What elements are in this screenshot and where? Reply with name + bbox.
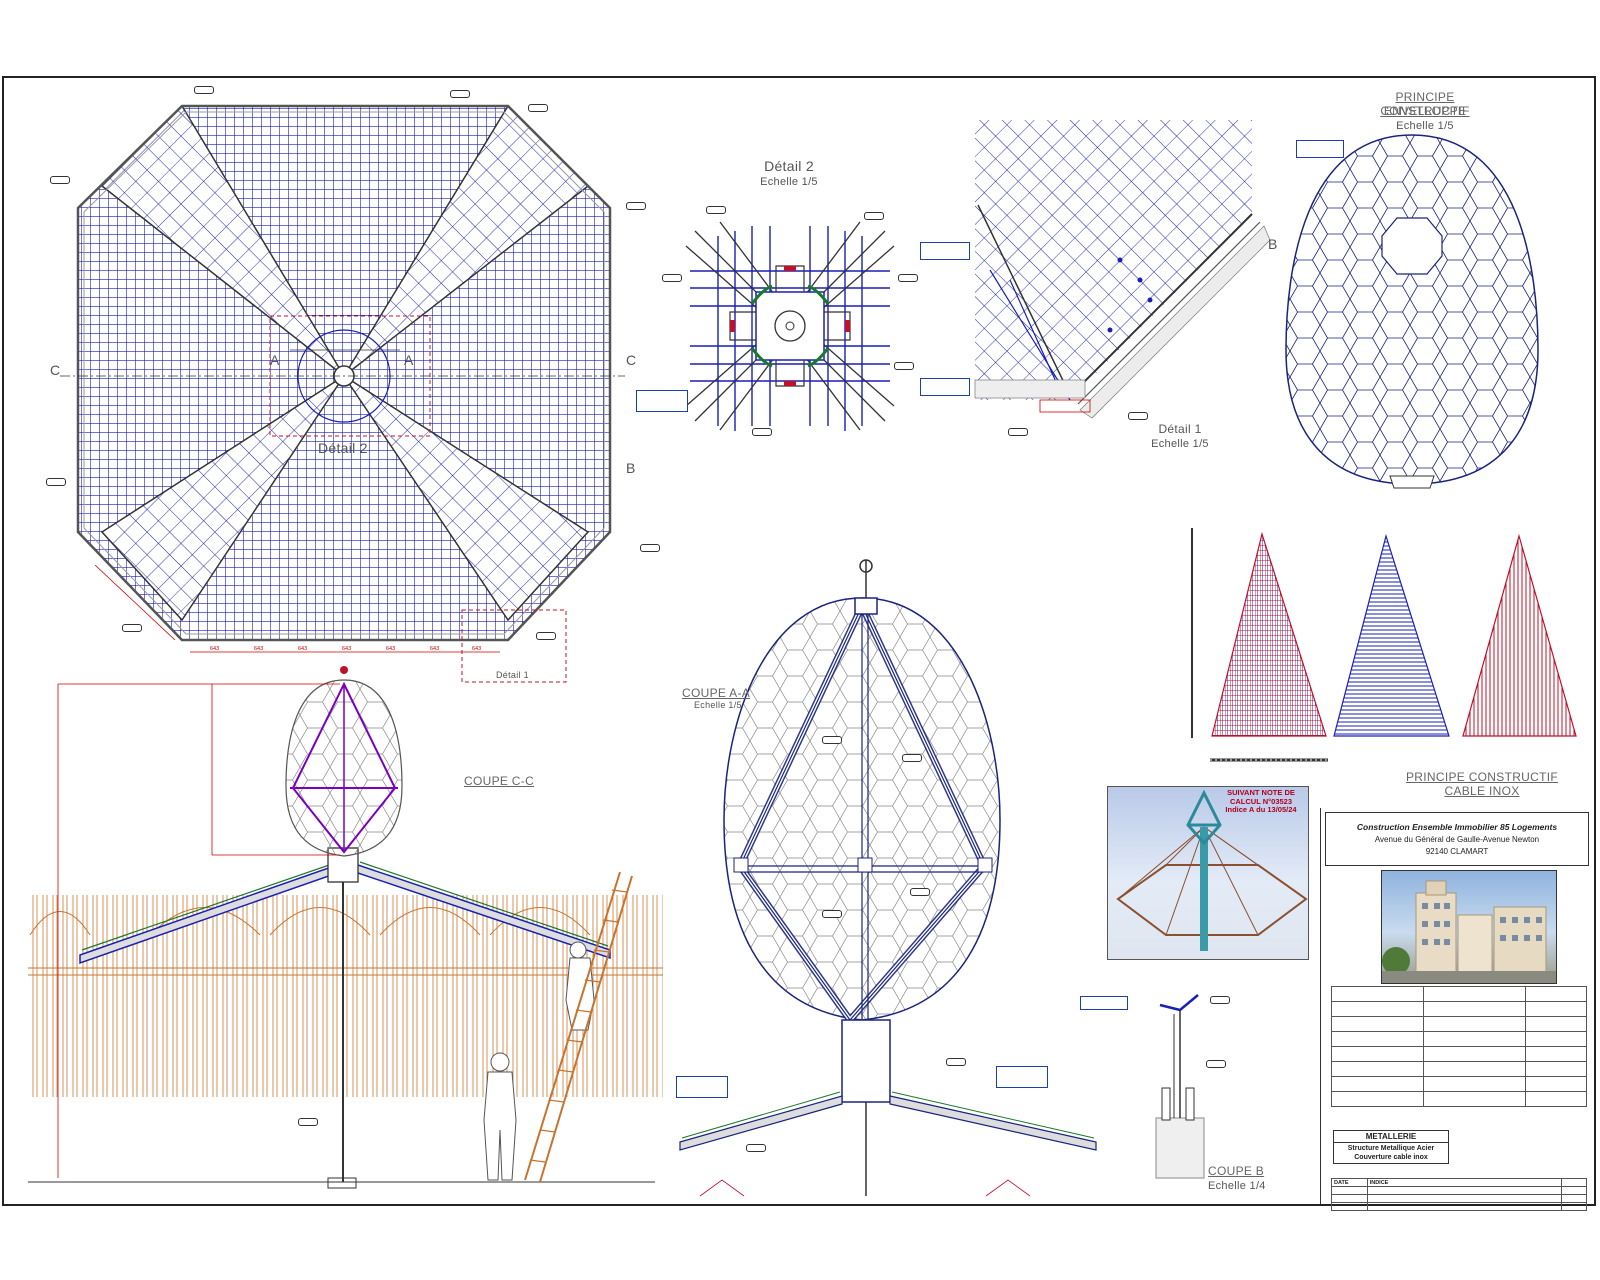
spec-box [636,390,688,412]
spec-box [920,378,970,396]
plan-detail-2-ref: Détail 2 [318,440,368,456]
section-a-right: A [404,352,414,368]
coupe-aa-scale: Echelle 1/5 [694,700,742,710]
callout-tag [528,104,548,112]
spec-box [1080,996,1128,1010]
detail-1-scale: Echelle 1/5 [1151,438,1209,450]
metallerie-block: METALLERIE Structure Metallique Acier Co… [1333,1130,1449,1164]
coupe-aa-view [679,559,1097,1197]
callout-tag [194,86,214,94]
callout-tag [298,1118,318,1126]
building-photo [1381,870,1557,984]
coupe-b-view [1155,994,1205,1179]
callout-tag [536,632,556,640]
rev-index-header: INDICE [1366,1178,1562,1187]
callout-tag [822,736,842,744]
calc-note: SUIVANT NOTE DE CALCUL N°03523 Indice A … [1216,788,1306,815]
dim-6: 643 [430,646,440,652]
callout-tag [1210,996,1230,1004]
callout-tag [1008,428,1028,436]
detail-2-scale: Echelle 1/5 [760,176,818,188]
spec-box [676,1076,728,1098]
principe-cable-title-2: CABLE INOX [1444,784,1520,798]
cable-principle-view [1191,528,1577,762]
callout-tag [946,1058,966,1066]
callout-tag [864,212,884,220]
detail-2-view [685,221,895,431]
detail-1-title: Détail 1 [1158,422,1202,436]
principe-cable-title-1: PRINCIPE CONSTRUCTIF [1405,770,1558,784]
title-block: Construction Ensemble Immobilier 85 Loge… [1320,808,1593,1211]
dim-1: 643 [210,646,220,652]
metallerie-line-2: Couverture cable inox [1354,1154,1428,1161]
coupe-b-scale: Echelle 1/4 [1208,1180,1266,1192]
calc-note-line-2: CALCUL N°03523 [1229,796,1293,806]
spec-box [996,1066,1048,1088]
callout-tag [752,428,772,436]
callout-tag [1206,1060,1226,1068]
project-name: Construction Ensemble Immobilier 85 Loge… [1356,822,1558,832]
metallerie-heading: METALLERIE [1333,1130,1449,1143]
section-b-plan: B [626,460,636,476]
egg-envelope-view [1285,134,1539,489]
detail-1-view [974,120,1271,419]
principe-env-title-2: ENVELLOPPE [1383,104,1467,118]
callout-tag [894,362,914,370]
rev-date-header: DATE [1331,1178,1368,1187]
callout-tag [902,754,922,762]
coupe-aa-title: COUPE A-A [682,686,751,700]
callout-tag [46,478,66,486]
coupe-cc-view [28,666,663,1189]
principe-env-title-1: PRINCIPE CONSTRUCTIF [1380,90,1470,118]
callout-tag [706,206,726,214]
project-address: Avenue du Général de Gaulle-Avenue Newto… [1374,835,1540,844]
section-b-detail: B [1268,236,1278,252]
section-c-left: C [50,362,61,378]
callout-tag [898,274,918,282]
title-block-table [1331,986,1588,1107]
callout-tag [50,176,70,184]
plan-view [60,104,625,683]
coupe-b-title: COUPE B [1208,1164,1265,1178]
callout-tag [1128,412,1148,420]
callout-tag [822,910,842,918]
section-c-right: C [626,352,637,368]
callout-tag [626,202,646,210]
dim-3: 643 [298,646,308,652]
calc-note-line-1: SUIVANT NOTE DE [1227,788,1295,797]
principe-env-scale: Echelle 1/5 [1396,120,1454,132]
callout-tag [122,624,142,632]
detail-2-title: Détail 2 [764,158,814,174]
calc-note-line-3: Indice A du 13/05/24 [1225,805,1297,814]
metallerie-line-1: Structure Metallique Acier [1347,1145,1435,1152]
project-city: 92140 CLAMART [1425,847,1489,856]
callout-tag [640,544,660,552]
callout-tag [910,888,930,896]
dim-2: 643 [254,646,264,652]
render-3d-image: SUIVANT NOTE DE CALCUL N°03523 Indice A … [1107,786,1309,960]
dim-7: 643 [472,646,482,652]
coupe-cc-title: COUPE C-C [464,774,535,788]
dim-4: 643 [342,646,352,652]
title-block-header: Construction Ensemble Immobilier 85 Loge… [1325,812,1589,866]
callout-tag [746,1144,766,1152]
spec-box [1296,140,1344,158]
spec-box [920,242,970,260]
plan-detail-1-ref: Détail 1 [496,670,529,680]
dim-5: 643 [386,646,396,652]
callout-tag [450,90,470,98]
callout-tag [662,274,682,282]
section-a-left: A [270,352,280,368]
metallerie-subtitle: Structure Metallique Acier Couverture ca… [1333,1143,1449,1164]
